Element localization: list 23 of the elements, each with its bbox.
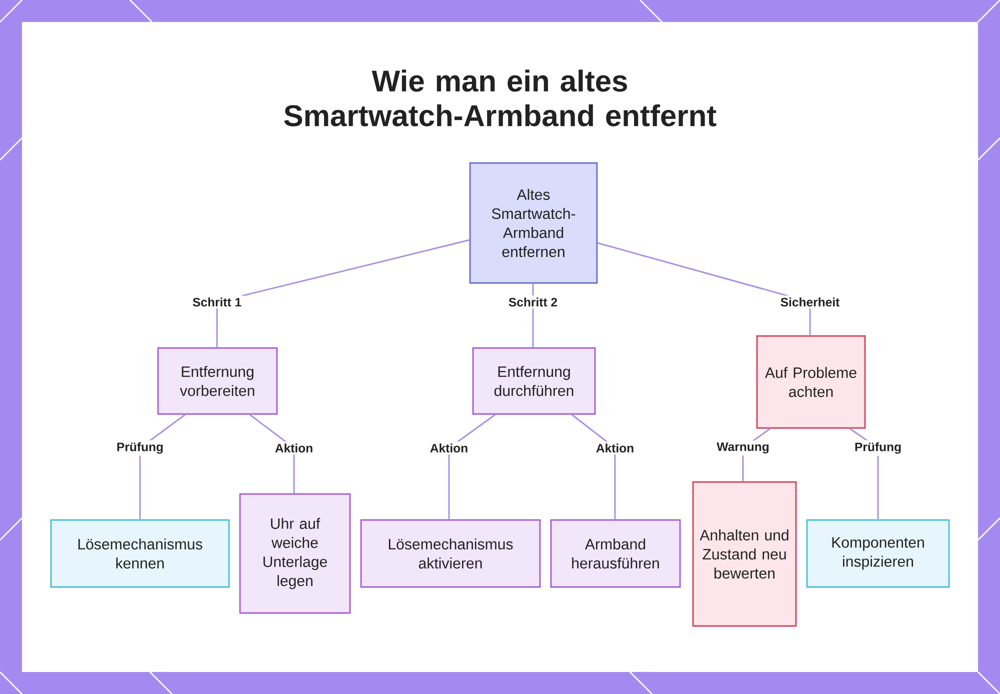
edge-label: Prüfung	[114, 440, 166, 456]
connector	[598, 242, 811, 336]
connector	[448, 414, 496, 520]
edge-label: Aktion	[428, 442, 470, 454]
edge-label: Warnung	[714, 440, 772, 456]
title: Wie man ein altes Smartwatch-Armband entfernt	[284, 70, 716, 126]
edge-label: Schritt 2	[506, 296, 560, 309]
step-box: Entfernung vorbereiten	[157, 347, 278, 415]
edge-label: Prüfung	[852, 440, 904, 456]
step-box: Armband herausführen	[550, 519, 681, 588]
warning-box: Anhalten und Zustand neu bewerten	[692, 481, 797, 627]
root-box: Altes Smartwatch-Armband entfernen	[469, 162, 598, 284]
connector	[216, 239, 470, 348]
step-box: Uhr auf weiche Unterlage legen	[239, 493, 351, 614]
edge-label: Aktion	[594, 442, 636, 454]
step-box: Lösemechanismus aktivieren	[360, 519, 541, 588]
edge-label: Aktion	[272, 442, 316, 454]
warning-box: Auf Probleme achten	[756, 335, 866, 429]
step-box: Entfernung durchführen	[472, 347, 596, 415]
check-box: Komponenten inspizieren	[806, 519, 950, 588]
check-box: Lösemechanismus kennen	[50, 519, 230, 588]
edge-label: Schritt 1	[190, 296, 244, 309]
edge-label: Sicherheit	[778, 296, 842, 309]
